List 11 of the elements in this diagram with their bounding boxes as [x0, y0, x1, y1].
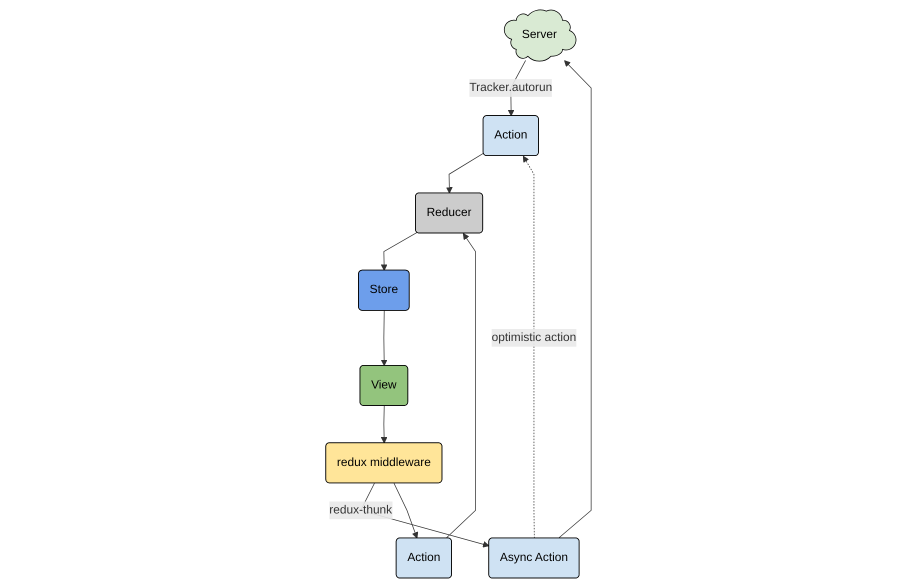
arrow: [380, 232, 418, 271]
arrow: [393, 482, 418, 539]
arrow: [558, 60, 592, 539]
arrow: [380, 406, 387, 444]
arrow: [522, 156, 534, 539]
edge-label: Tracker.autorun: [468, 81, 552, 94]
arrow: [446, 152, 484, 194]
edge-label: optimistic action: [491, 331, 576, 344]
edge-label: redux-thunk: [328, 504, 392, 516]
arrow: [380, 310, 387, 366]
arrow: [445, 233, 476, 539]
